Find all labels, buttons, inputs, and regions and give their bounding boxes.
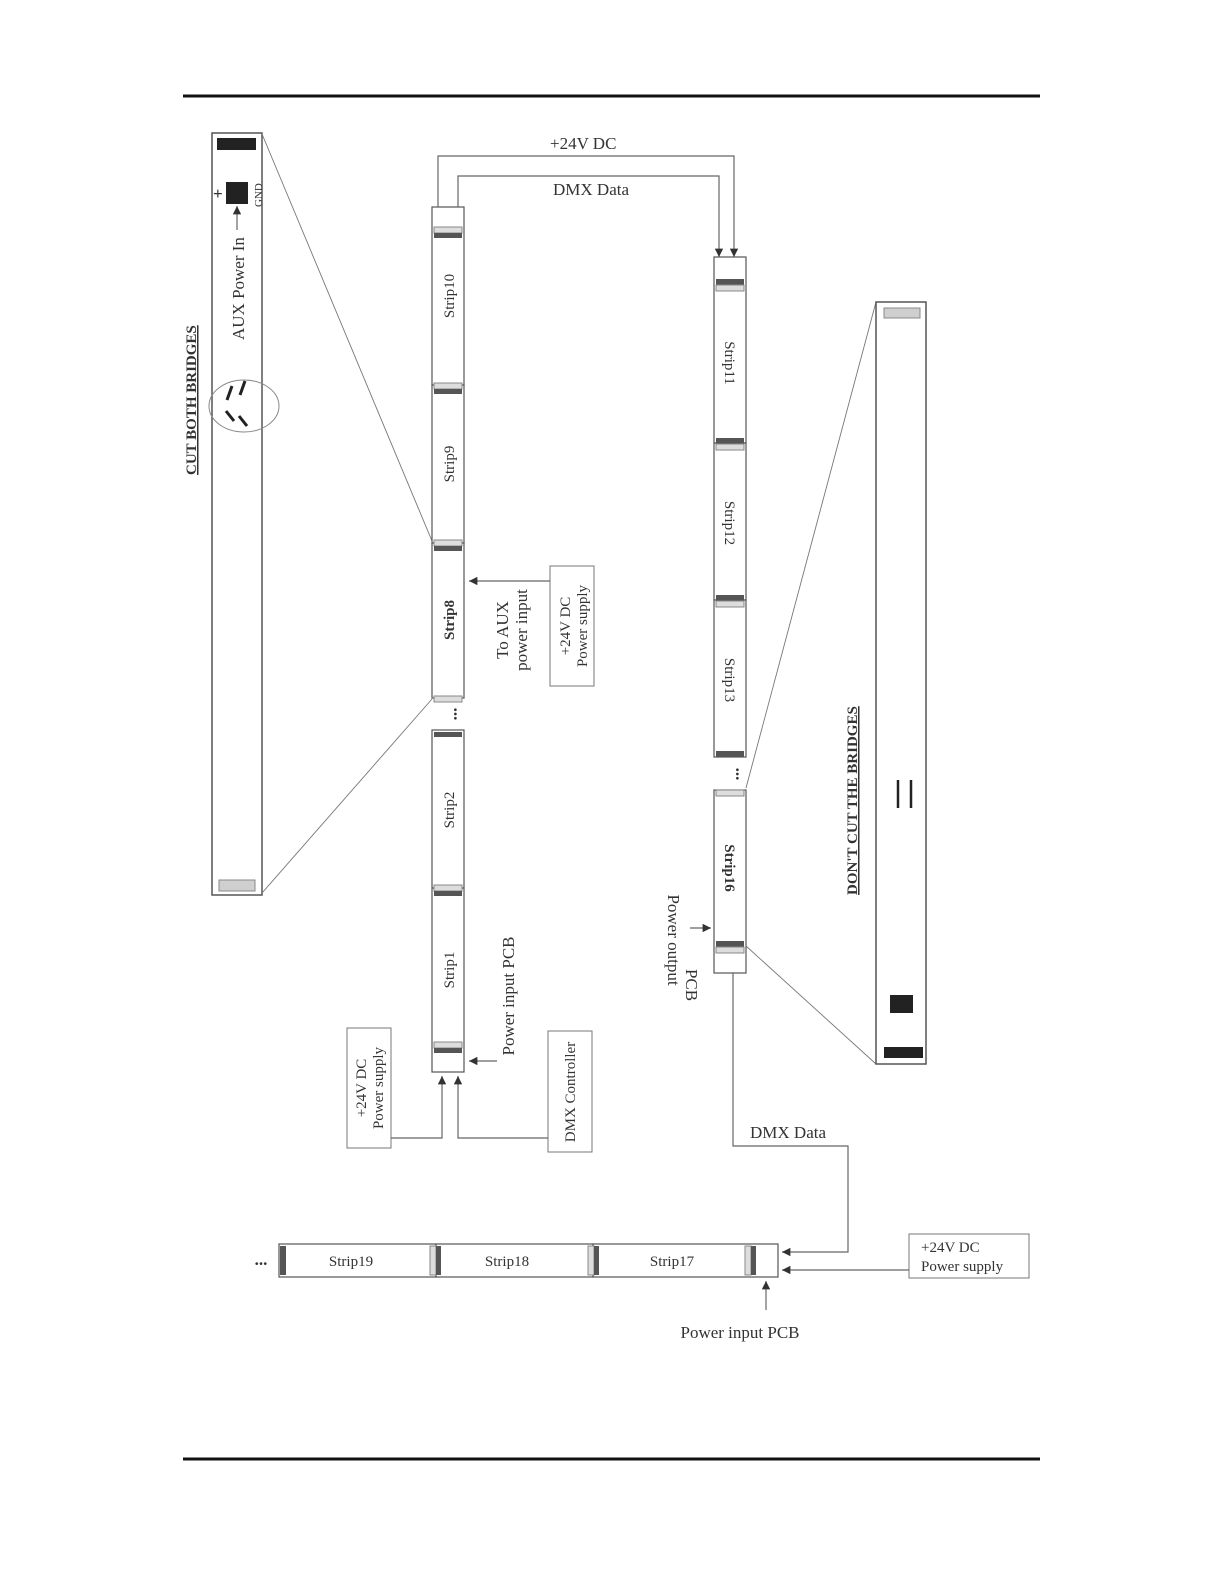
strip11-label: Strip11 [721,341,737,385]
aux-power-in-label: AUX Power In [229,237,248,340]
left-chain-ellipsis: ... [450,708,469,721]
wire-24v-top [437,155,739,257]
strip16-label: Strip16 [721,844,737,892]
bottom-chain [278,1243,779,1278]
left-ps-line1: +24V DC [354,1059,370,1118]
dmx-data-top-label: DMX Data [553,180,629,199]
zoom-line-top-right [745,301,877,789]
strip18-body [435,1243,594,1278]
strip8-label: Strip8 [442,600,458,640]
bottom-chain-ellipsis: ... [255,1250,268,1269]
zoom-line-bottom-right [745,945,877,1065]
dmx-controller-box [547,1030,593,1153]
plus-24v-dc-top-label: +24V DC [550,134,616,153]
dmx-data-bottom-label: DMX Data [750,1123,826,1142]
power-output-pcb-line2: PCB [682,969,701,1001]
zoom-line-bottom-left [261,698,433,894]
power-input-pcb-bottom-label: Power input PCB [680,1323,799,1342]
power-input-pcb-left-label: Power input PCB [499,936,518,1055]
strip19-label: Strip19 [329,1254,373,1270]
left-power-supply-box [346,1027,392,1149]
left-chain [431,206,465,1073]
gnd-label: GND [253,183,265,207]
strip12-label: Strip12 [721,501,737,545]
strip2-body [431,729,465,889]
aux-ps-line1: +24V DC [558,597,574,656]
left-ps-line2: Power supply [371,1046,387,1129]
zoom-line-top-left [261,133,433,542]
to-aux-line1: To AUX [493,601,512,659]
strip19-body [278,1243,437,1278]
dmx-controller-label: DMX Controller [563,1042,579,1142]
strip12-body [713,442,747,601]
aux-power-supply-box [549,565,595,687]
strip1-label: Strip1 [442,952,458,989]
wire-left-supply [391,1076,447,1139]
right-chain-ellipsis: ... [732,768,751,781]
strip17-label: Strip17 [650,1254,695,1270]
bottom-ps-line1: +24V DC [921,1240,980,1256]
dont-cut-the-bridges-label: DON'T CUT THE BRIDGES [845,706,861,895]
strip2-label: Strip2 [442,792,458,829]
wire-dmx-bottom [732,973,849,1257]
aux-power-jack [226,182,248,204]
cut-bridges-highlight [208,379,280,433]
bottom-power-supply-box [908,1233,1030,1279]
wire-dmx-top [457,175,724,257]
wire-dmx-controller [453,1076,548,1139]
power-output-pcb-line1: Power output [664,894,683,985]
strip10-label: Strip10 [442,274,458,318]
strip13-label: Strip13 [721,658,737,702]
detail-panel-cut [208,132,280,896]
detail-panel-dont-cut [875,301,927,1065]
strip13-body [713,599,747,758]
strip9-label: Strip9 [442,446,458,483]
to-aux-line2: power input [512,589,531,671]
strip1-body [431,887,465,1073]
strip18-label: Strip18 [485,1254,529,1270]
right-chain [713,256,747,974]
aux-ps-line2: Power supply [575,584,591,667]
bottom-ps-line2: Power supply [921,1259,1004,1275]
cut-both-bridges-label: CUT BOTH BRIDGES [184,325,200,475]
plus-sign-label: + [213,184,223,203]
